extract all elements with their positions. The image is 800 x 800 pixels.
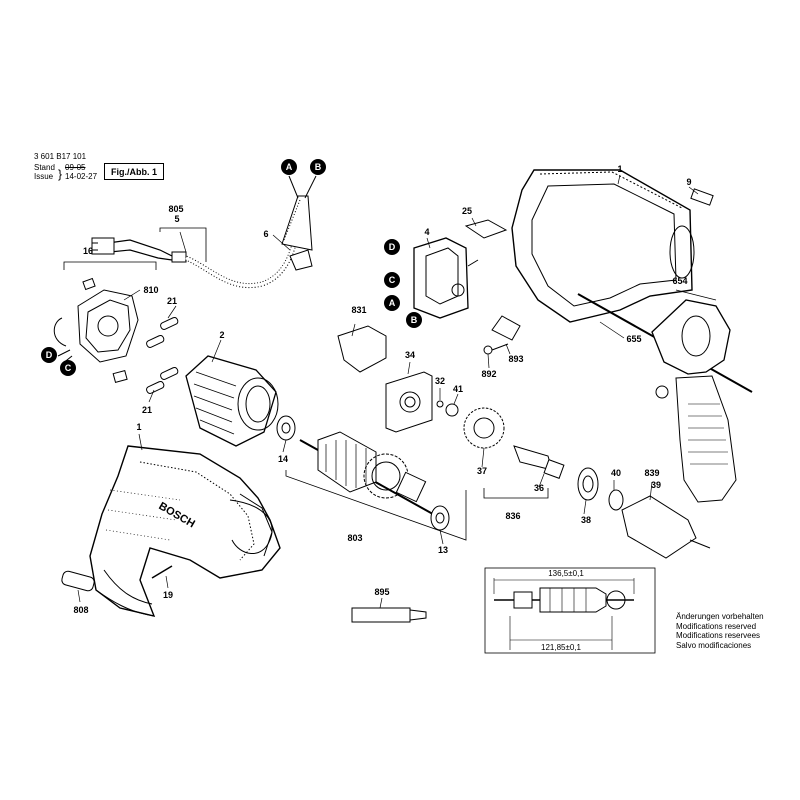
stand-date: 09-05	[65, 163, 86, 172]
connector-label: C	[65, 363, 72, 373]
leader-lines	[77, 174, 717, 609]
connector-label: B	[411, 315, 418, 325]
housing-drawing	[491, 169, 714, 341]
field-stator-drawing	[185, 355, 279, 447]
part-label: 34	[405, 350, 415, 360]
part-label: 39	[651, 480, 661, 490]
part-label: 16	[83, 246, 93, 256]
part-label: 5	[174, 214, 179, 224]
part-label: 805	[168, 204, 183, 214]
part-label: 13	[438, 545, 448, 555]
note-line: Modifications reservees	[676, 631, 761, 640]
housing-shell-drawing: BOSCH	[89, 445, 281, 617]
note-line: Änderungen vorbehalten	[676, 612, 764, 621]
part-label: 9	[686, 177, 691, 187]
connector-label: A	[389, 298, 396, 308]
brushes-drawing	[146, 316, 179, 394]
part-label: 808	[73, 605, 88, 615]
part-label: 25	[462, 206, 472, 216]
stand-label: Stand	[34, 163, 55, 172]
switch-drawing	[413, 237, 479, 319]
part-label: 37	[477, 466, 487, 476]
bearing-plate-drawing	[385, 371, 433, 433]
brace-glyph: }	[58, 167, 63, 181]
document-number: 3 601 B17 101	[34, 152, 87, 161]
part-label: 41	[453, 384, 463, 394]
part-label: 4	[424, 227, 429, 237]
part-label: 895	[374, 587, 389, 597]
connector-markers	[41, 159, 422, 376]
part-label: 21	[142, 405, 152, 415]
dimension-core-length: 121,85±0,1	[541, 643, 582, 652]
part-label: 839	[644, 468, 659, 478]
armature-dimension-drawing	[484, 567, 656, 654]
part-label: 654	[672, 276, 687, 286]
screw-19-drawing	[151, 565, 173, 579]
part-label: 836	[505, 511, 520, 521]
connector-label: C	[389, 275, 396, 285]
connector-label: B	[315, 162, 322, 172]
part-label: 810	[143, 285, 158, 295]
power-cord-drawing	[91, 175, 317, 288]
grease-tube-drawing	[351, 607, 427, 623]
handle-drawing	[577, 293, 753, 503]
part-label: 831	[351, 305, 366, 315]
armature-drawing	[276, 415, 450, 531]
connector-label: D	[46, 350, 53, 360]
note-line: Salvo modificaciones	[676, 640, 752, 650]
brush-holder-drawing	[53, 277, 139, 383]
part-label: 803	[347, 533, 362, 543]
part-label: 6	[263, 229, 268, 239]
issue-label: Issue	[34, 172, 54, 181]
connector-label: D	[389, 242, 396, 252]
part-label: 1	[136, 422, 141, 432]
part-label: 14	[278, 454, 288, 464]
part-label: 32	[435, 376, 445, 386]
part-label: 893	[508, 354, 523, 364]
part-label: 2	[219, 330, 224, 340]
issue-date: 14-02-27	[65, 172, 98, 181]
part-label: 38	[581, 515, 591, 525]
connector-label: A	[286, 162, 293, 172]
dimension-overall-length: 136,5±0,1	[548, 569, 584, 578]
note-line: Modifications reserved	[676, 621, 757, 631]
screws-drawing	[483, 343, 509, 355]
part-label: 655	[626, 334, 641, 344]
part-label: 1	[617, 164, 622, 174]
modification-notes: Änderungen vorbehalten Modifications res…	[676, 612, 764, 650]
cable-clamp-drawing	[61, 570, 95, 592]
figure-label: Fig./Abb. 1	[104, 163, 164, 180]
part-label: 36	[534, 483, 544, 493]
gearbox-parts-drawing	[436, 400, 711, 559]
part-label: 21	[167, 296, 177, 306]
part-label: 40	[611, 468, 621, 478]
cover-plate-drawing	[337, 325, 387, 373]
part-label: 19	[163, 590, 173, 600]
lever-drawing	[464, 219, 508, 239]
part-label: 892	[481, 369, 496, 379]
